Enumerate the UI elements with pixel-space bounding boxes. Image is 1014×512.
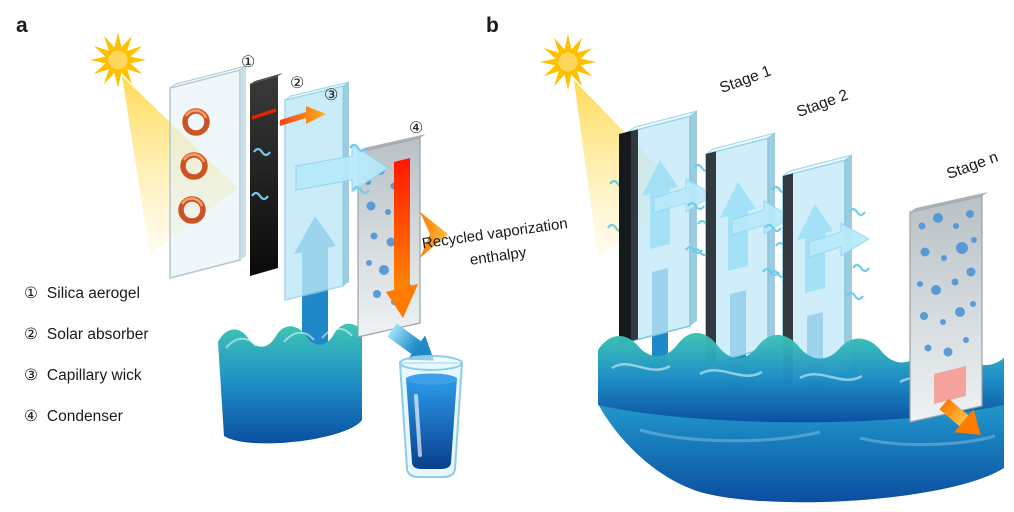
wave-highlights — [225, 327, 353, 349]
recovered-heat-arrow — [386, 158, 418, 318]
silica-aerogel-panel — [169, 65, 247, 279]
glass-water — [406, 378, 457, 469]
condensed-droplets-b — [917, 210, 977, 357]
glass-water-surface — [406, 373, 457, 385]
condenser-top — [358, 134, 426, 152]
basin-wave-highlights — [611, 363, 963, 385]
heat-arrow — [280, 106, 326, 126]
condensate-shaft — [387, 323, 421, 355]
callout-4: ④ — [409, 120, 423, 137]
callout-3: ③ — [324, 87, 338, 104]
absorber-hot-line — [251, 108, 277, 120]
panel-a: a — [16, 14, 569, 478]
condenser-b-top — [910, 192, 988, 212]
aerogel-side — [240, 66, 246, 260]
panel-b-label: b — [486, 14, 499, 37]
callout-1: ① — [241, 54, 255, 71]
panel-a-label: a — [16, 14, 28, 37]
stage-label-1: Stage 1 — [717, 63, 773, 97]
condenser-panel — [357, 134, 426, 338]
solar-absorber-panel — [250, 73, 283, 276]
callout-2: ② — [290, 75, 304, 92]
heat-arrowhead — [386, 284, 418, 318]
annotation-line-2: enthalpy — [469, 244, 528, 269]
condenser-b-heat-patch — [934, 366, 966, 404]
enthalpy-b-shaft — [939, 398, 969, 427]
annotation-line-1: Recycled vaporization — [421, 215, 569, 252]
absorber-front — [250, 76, 278, 276]
enthalpy-b-arrowhead — [954, 409, 981, 435]
glass-rim — [399, 355, 463, 371]
condensate-arrowhead — [407, 335, 435, 361]
sun-b — [540, 34, 596, 90]
water-reservoir — [218, 323, 362, 444]
glass-highlight — [414, 394, 422, 457]
water-body — [218, 323, 362, 444]
stage-label-2: Stage 2 — [794, 87, 850, 121]
capillary-wick-panel — [284, 81, 350, 301]
annotation-recycled-enthalpy: Recycled vaporization enthalpy — [421, 215, 569, 269]
enthalpy-arrow-b — [939, 398, 981, 435]
basin-lower-waves — [639, 428, 996, 447]
panel-b: b — [486, 14, 1004, 503]
heat-swirls — [178, 108, 210, 224]
vapor-arrow — [295, 143, 389, 193]
wick-side — [343, 82, 349, 286]
water-glass — [398, 355, 464, 478]
condenser-panel-b — [909, 192, 988, 423]
sun — [90, 32, 146, 88]
absorber-top — [250, 73, 283, 84]
condensate-arrow — [387, 323, 435, 361]
recycled-enthalpy-arrow — [420, 212, 448, 258]
stage-1-absorber-slab — [619, 131, 631, 346]
heat-shaft — [394, 158, 410, 292]
stage-label-n: Stage n — [944, 149, 1000, 183]
